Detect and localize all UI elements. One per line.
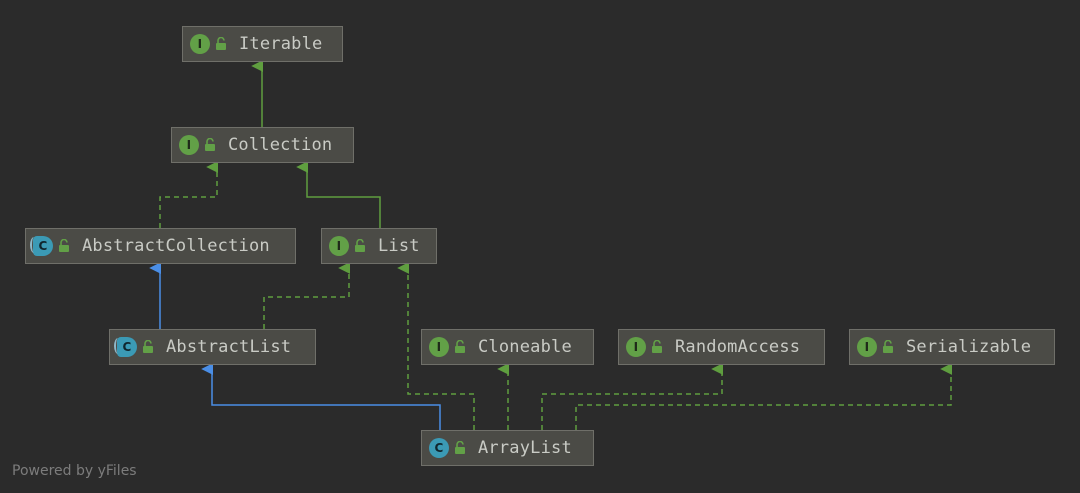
node-arraylist[interactable]: C ArrayList [421, 430, 594, 466]
unlocked-icon [216, 37, 226, 50]
edge-abstractcollection-collection [159, 161, 219, 228]
node-label: Serializable [906, 337, 1032, 357]
interface-icon: I [857, 337, 877, 357]
node-label: Iterable [239, 34, 323, 54]
powered-by-label: Powered by yFiles [12, 463, 137, 479]
interface-icon: I [190, 34, 210, 54]
node-label: Collection [228, 135, 333, 155]
unlocked-icon [455, 441, 465, 454]
abstract-class-icon: C [114, 337, 137, 357]
interface-icon: I [179, 135, 199, 155]
node-label: ArrayList [478, 438, 572, 458]
unlocked-icon [652, 340, 662, 353]
edge-abstractlist-list [263, 262, 351, 329]
node-label: Cloneable [478, 337, 572, 357]
interface-icon: I [626, 337, 646, 357]
edge-arraylist-serializable [575, 363, 953, 430]
node-abstractlist[interactable]: C AbstractList [109, 329, 316, 365]
edge-arraylist-list [397, 262, 475, 430]
unlocked-icon [143, 340, 153, 353]
class-icon: C [429, 438, 449, 458]
unlocked-icon [355, 239, 365, 252]
interface-icon: I [329, 236, 349, 256]
interface-icon: I [429, 337, 449, 357]
node-list[interactable]: I List [321, 228, 437, 264]
node-cloneable[interactable]: I Cloneable [421, 329, 594, 365]
edge-arraylist-randomaccess [541, 363, 724, 430]
node-label: AbstractCollection [82, 236, 270, 256]
unlocked-icon [205, 138, 215, 151]
unlocked-icon [883, 340, 893, 353]
node-randomaccess[interactable]: I RandomAccess [618, 329, 825, 365]
abstract-class-icon: C [30, 236, 53, 256]
node-iterable[interactable]: I Iterable [182, 26, 343, 62]
edge-arraylist-abstractlist [201, 363, 441, 430]
unlocked-icon [455, 340, 465, 353]
node-collection[interactable]: I Collection [171, 127, 354, 163]
node-abstractcollection[interactable]: C AbstractCollection [25, 228, 296, 264]
node-label: List [378, 236, 420, 256]
unlocked-icon [59, 239, 69, 252]
node-serializable[interactable]: I Serializable [849, 329, 1055, 365]
node-label: AbstractList [166, 337, 292, 357]
edge-list-collection [296, 161, 381, 228]
node-label: RandomAccess [675, 337, 801, 357]
